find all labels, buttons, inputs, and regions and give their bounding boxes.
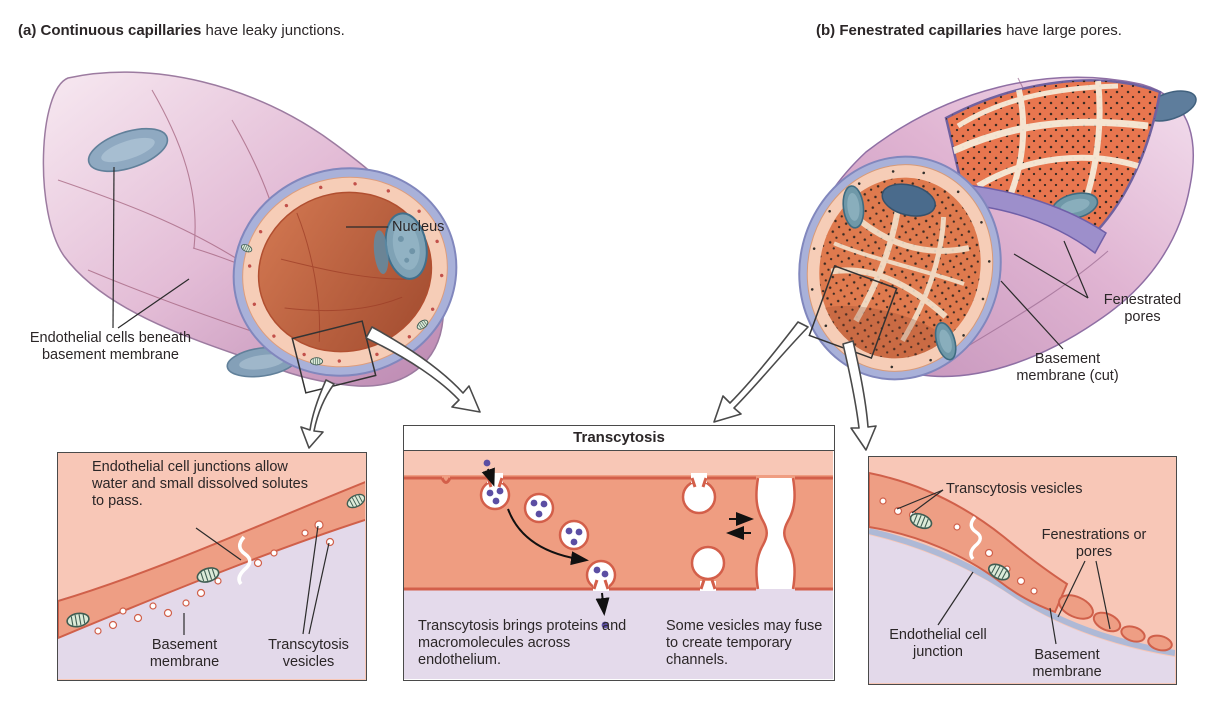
title-a-prefix: (a) bbox=[18, 22, 41, 39]
inset-right-junction-label: Endothelial cell junction bbox=[889, 627, 987, 660]
fenestrated-capillary-illustration bbox=[798, 76, 1197, 381]
fused-channels bbox=[681, 473, 796, 591]
interstitial-space bbox=[404, 589, 833, 679]
inset-left-art bbox=[58, 453, 365, 679]
title-a-bold: Continuous capillaries bbox=[40, 22, 202, 39]
nucleus-label: Nucleus bbox=[392, 219, 445, 235]
title-a: (a) Continuous capillaries have leaky ju… bbox=[18, 22, 448, 39]
basement-membrane-line bbox=[869, 528, 1175, 656]
inset-left-basement-label: Basement membrane bbox=[149, 637, 220, 670]
transcytosis-caption-left: Transcytosis brings proteins and macromo… bbox=[418, 618, 627, 668]
vesicle-sequence bbox=[479, 473, 617, 591]
surface-nucleus bbox=[87, 127, 169, 173]
endothelial-cells-label: Endothelial cells beneath basement membr… bbox=[29, 330, 192, 363]
basement-membrane-cut-label: Basement membrane (cut) bbox=[1016, 351, 1119, 384]
title-b-bold: Fenestrated capillaries bbox=[839, 22, 1002, 39]
title-b: (b) Fenestrated capillaries have large p… bbox=[816, 22, 1216, 39]
junction-squiggle bbox=[969, 515, 982, 561]
inner-nucleus bbox=[384, 212, 428, 280]
capillary-lumen bbox=[404, 451, 833, 478]
inset-left-annotation: Endothelial cell junctions allow water a… bbox=[92, 459, 308, 509]
title-b-prefix: (b) bbox=[816, 22, 840, 39]
transcytosis-art bbox=[404, 451, 833, 679]
flow-arrows bbox=[481, 467, 754, 616]
inset-right-vesicles-label: Transcytosis vesicles bbox=[946, 481, 1083, 497]
title-a-rest: have leaky junctions. bbox=[201, 22, 345, 39]
cut-membrane-edge bbox=[953, 183, 1107, 255]
transcytosis-title: Transcytosis bbox=[404, 426, 834, 451]
inset-transcytosis: Transcytosis bbox=[403, 425, 835, 681]
transcytosis-caption-right: Some vesicles may fuse to create tempora… bbox=[666, 618, 823, 668]
title-b-rest: have large pores. bbox=[1001, 22, 1122, 39]
inset-right-fenestrations-label: Fenestrations or pores bbox=[1041, 527, 1147, 560]
cargo-dots bbox=[483, 459, 609, 629]
inset-left-vesicles-label: Transcytosis vesicles bbox=[268, 637, 349, 670]
vesicles bbox=[879, 497, 1038, 595]
inset-continuous-detail bbox=[57, 452, 367, 681]
inset-right-basement-label: Basement membrane bbox=[1032, 647, 1102, 680]
fenestrated-pores-label: Fenestrated pores bbox=[1103, 292, 1182, 325]
cut-opening bbox=[232, 167, 458, 377]
